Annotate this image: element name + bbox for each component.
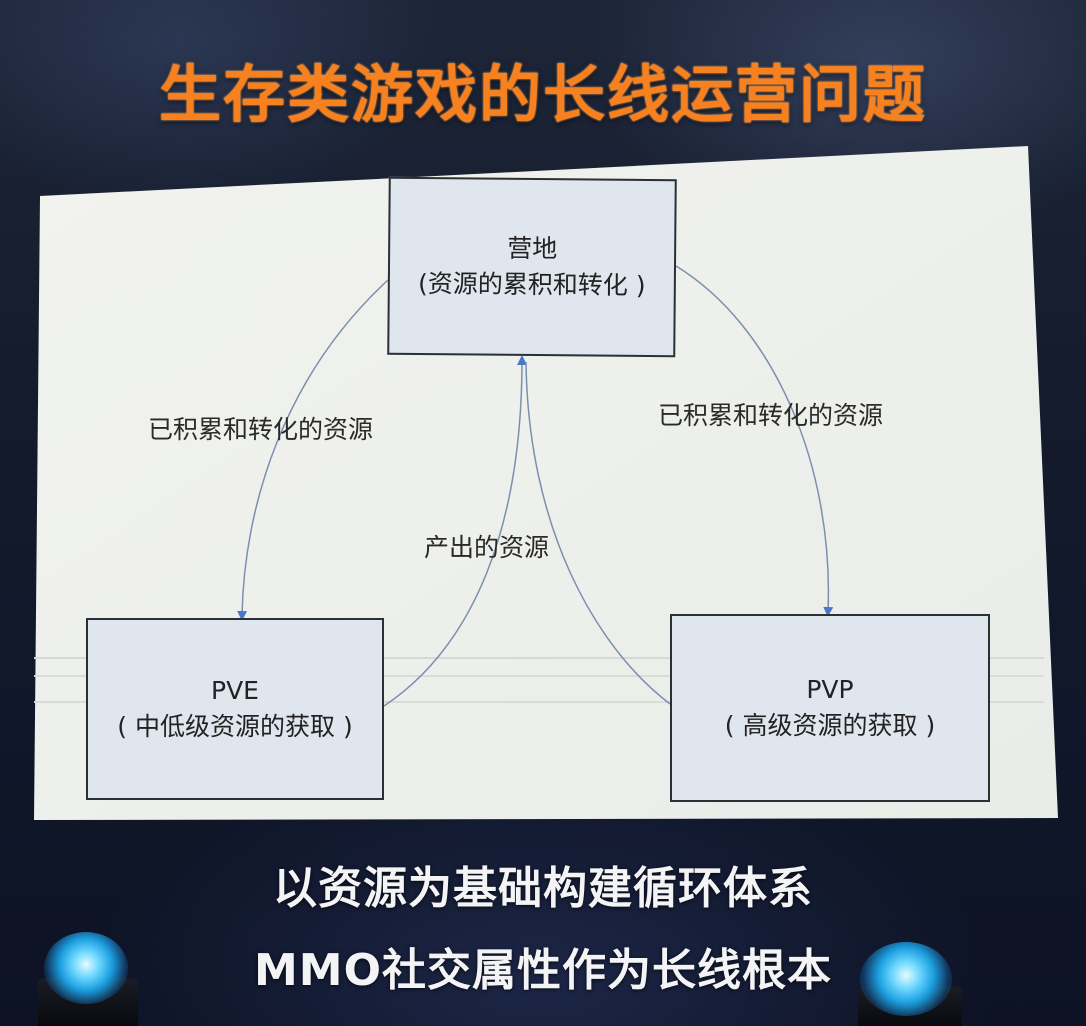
node-camp: 营地 (资源的累积和转化 ) [387,176,677,358]
node-pve: PVE ( 中低级资源的获取 ) [86,618,384,800]
edge-label-camp-to-pvp: 已积累和转化的资源 [658,401,884,430]
stage-light-left [44,932,128,1004]
edge-label-output: 产出的资源 [424,533,550,562]
node-camp-name: 营地 [507,233,558,264]
edge-pve-to-camp [383,355,527,707]
caption-line-2: MMO社交属性作为长线根本 [254,945,832,996]
node-pve-name: PVE [211,676,259,705]
edge-pvp-to-camp [525,361,671,705]
stage-light-right [860,942,952,1016]
edge-camp-to-pve [237,279,389,621]
node-pve-desc: ( 中低级资源的获取 ) [117,712,353,741]
edge-label-camp-to-pve: 已积累和转化的资源 [148,415,374,444]
slide-title: 生存类游戏的长线运营问题 [158,58,927,131]
node-camp-desc: (资源的累积和转化 ) [417,269,646,300]
node-pvp: PVP ( 高级资源的获取 ) [670,614,990,802]
caption-line-1: 以资源为基础构建循环体系 [273,863,813,914]
projected-slide: 营地 (资源的累积和转化 ) PVE ( 中低级资源的获取 ) PVP ( 高级… [34,146,1064,822]
edge-camp-to-pvp [675,265,834,617]
node-pvp-name: PVP [806,675,854,704]
node-pvp-desc: ( 高级资源的获取 ) [724,711,936,740]
